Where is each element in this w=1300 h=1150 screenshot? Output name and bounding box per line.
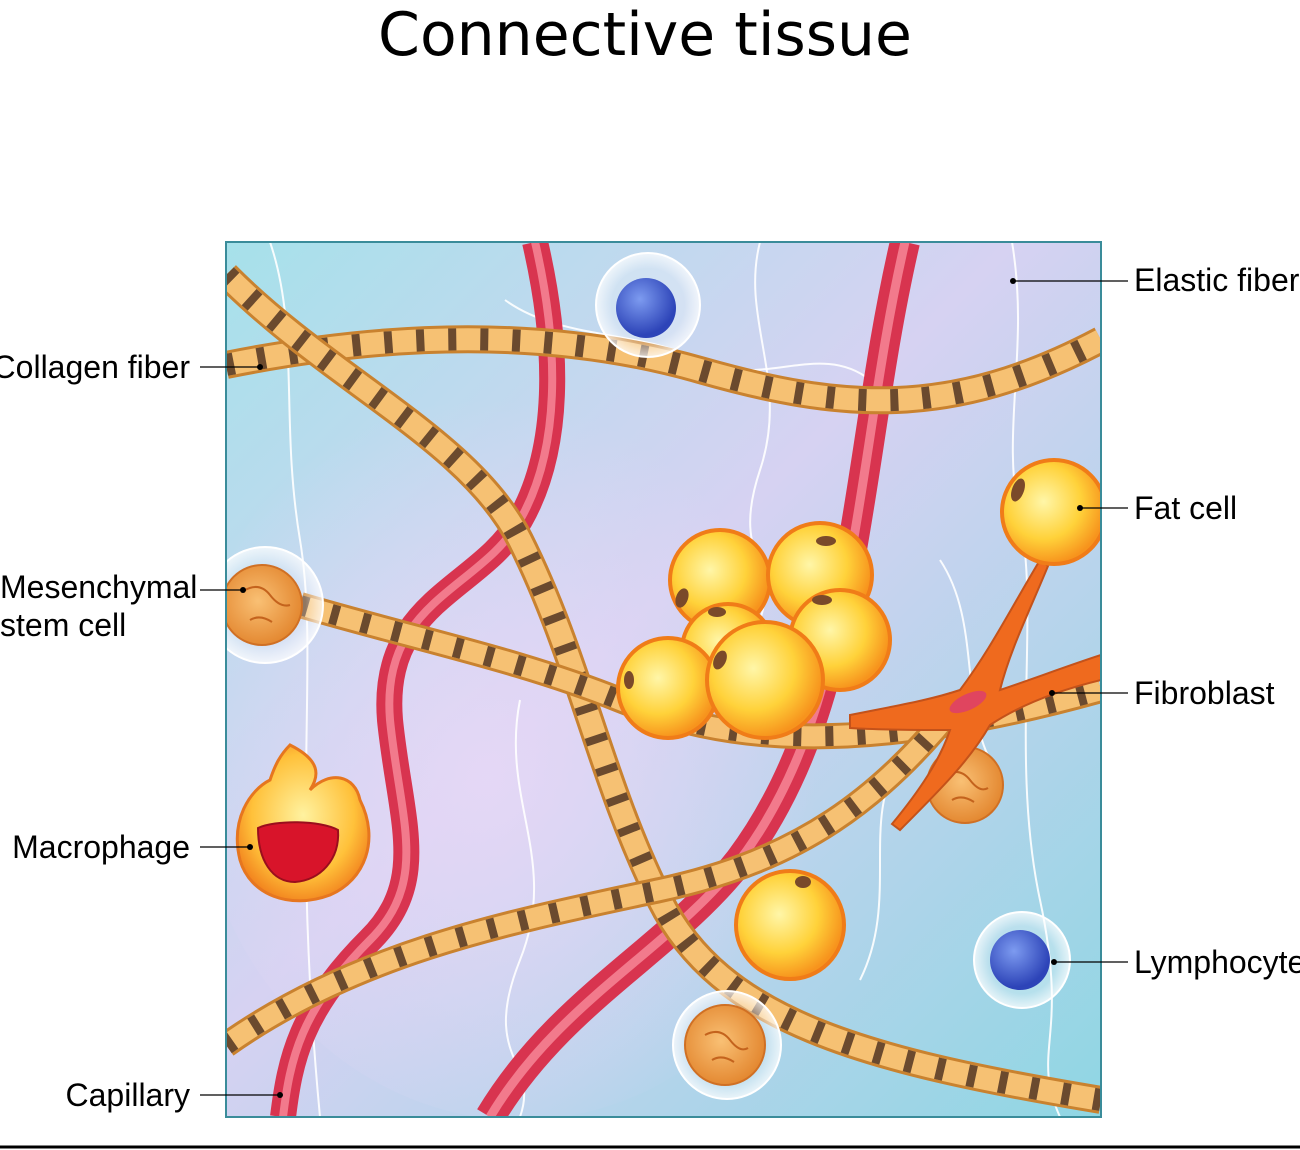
- macrophage: [235, 743, 371, 903]
- svg-text:Capillary: Capillary: [66, 1077, 190, 1113]
- label-macrophage: Macrophage: [12, 829, 253, 865]
- collagen-fiber-top: [226, 325, 1101, 415]
- label-lymphocyte: Lymphocyte: [1051, 944, 1300, 980]
- lymphocyte-top: [595, 252, 701, 358]
- tissue-border: [225, 241, 1102, 1118]
- svg-text:Mesenchymal: Mesenchymal: [0, 569, 197, 605]
- label-fat-cell: Fat cell: [1077, 490, 1237, 526]
- fat-cell-lower: [734, 869, 846, 981]
- fat-cell-cluster: [616, 521, 892, 740]
- svg-text:Lymphocyte: Lymphocyte: [1134, 944, 1300, 980]
- svg-text:Collagen fiber: Collagen fiber: [0, 349, 190, 385]
- svg-text:stem cell: stem cell: [0, 607, 126, 643]
- tissue-block: [226, 242, 1101, 1117]
- diagram-title: Connective tissue: [378, 0, 912, 70]
- svg-text:Fat cell: Fat cell: [1134, 490, 1237, 526]
- collagen-fiber-lower: [226, 691, 971, 1056]
- mesenchymal-stem-cell: [226, 546, 324, 664]
- collagen-fiber-diagonal: [226, 265, 1101, 1114]
- label-collagen-fiber: Collagen fiber: [0, 349, 263, 385]
- label-elastic-fiber: Elastic fiber: [1010, 262, 1300, 298]
- svg-text:Macrophage: Macrophage: [12, 829, 190, 865]
- fibroblast: [849, 558, 1101, 832]
- mesenchymal-stem-cell-3: [672, 990, 782, 1100]
- fat-cell-right: [1000, 458, 1101, 566]
- label-fibroblast: Fibroblast: [1049, 675, 1275, 711]
- svg-text:Elastic fiber: Elastic fiber: [1134, 262, 1300, 298]
- lymphocyte-bottom: [973, 911, 1071, 1009]
- label-capillary: Capillary: [66, 1077, 283, 1113]
- svg-text:Fibroblast: Fibroblast: [1134, 675, 1275, 711]
- label-mesenchymal-stem-cell: Mesenchymal stem cell: [0, 569, 246, 643]
